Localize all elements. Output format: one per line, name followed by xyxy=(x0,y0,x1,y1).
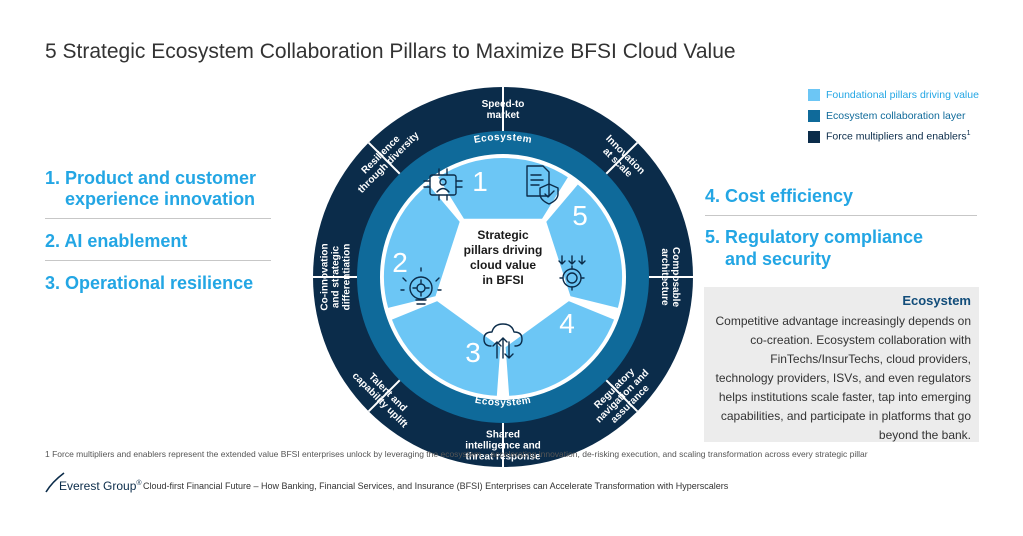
pillar-number-4: 4 xyxy=(559,308,575,339)
center-text-line1: Strategic xyxy=(477,228,529,242)
everest-group-logo: Everest Group® xyxy=(45,472,142,494)
outer-segment-label-line: market xyxy=(487,110,520,121)
cloud-resilience-icon xyxy=(483,323,523,359)
outer-ring-divider xyxy=(367,379,401,413)
outer-ring-divider xyxy=(367,141,401,175)
pillar-1-label: 1. Product and customer experience innov… xyxy=(45,166,271,219)
ecosystem-box-title: Ecosystem xyxy=(902,293,971,308)
outer-segment-label-line: and strategic xyxy=(331,245,342,308)
ecosystem-info-box: Ecosystem Competitive advantage increasi… xyxy=(704,287,979,442)
legend-swatch-force-multipliers xyxy=(808,130,820,143)
logo-text-name: Everest Group xyxy=(59,479,137,493)
pillar-4-label: 4. Cost efficiency xyxy=(705,183,977,216)
logo-registered-mark: ® xyxy=(136,480,142,487)
outer-segment-label-line: differentiation xyxy=(342,244,353,311)
outer-segment-label-line: Composable xyxy=(670,247,681,307)
ecosystem-arc-label-top-text: Ecosystem xyxy=(473,132,532,146)
ecosystem-box-text: Competitive advantage increasingly depen… xyxy=(715,314,972,442)
pillar-5-line1: 5. Regulatory compliance xyxy=(705,227,924,247)
outer-ring-dividers xyxy=(313,87,693,467)
outer-ring-divider xyxy=(605,141,639,175)
pillar-2-line1: 2. AI enablement xyxy=(45,231,188,251)
logo-text: Everest Group® xyxy=(59,479,142,493)
pillar-number-5: 5 xyxy=(572,200,588,231)
footer: Everest Group® Cloud-first Financial Fut… xyxy=(45,472,728,494)
footnote: 1 Force multipliers and enablers represe… xyxy=(45,449,868,459)
legend-label-force-multipliers: Force multipliers and enablers1 xyxy=(826,130,971,143)
page-title: 5 Strategic Ecosystem Collaboration Pill… xyxy=(45,40,736,63)
outer-segment-label-line: intelligence and xyxy=(465,441,541,452)
product-innovation-icon xyxy=(423,168,463,201)
pillar-5-line2: and security xyxy=(725,249,832,269)
pillar-4-line1: 4. Cost efficiency xyxy=(705,186,854,206)
legend-superscript: 1 xyxy=(966,130,971,138)
legend-item-foundational: Foundational pillars driving value xyxy=(808,84,979,105)
legend: Foundational pillars driving value Ecosy… xyxy=(808,84,979,147)
pillar-5-label: 5. Regulatory compliance and security xyxy=(705,224,977,278)
outer-segment-label-line: architecture xyxy=(659,248,670,306)
ecosystem-arc-label-bottom: Ecosystem xyxy=(474,395,532,409)
outer-segment-label: Co-innovationand strategicdifferentiatio… xyxy=(320,243,353,310)
center-text-line2: pillars driving xyxy=(464,243,543,257)
pillar-1-line2: experience innovation xyxy=(65,189,256,209)
legend-label-force-multipliers-text: Force multipliers and enablers xyxy=(826,130,967,143)
pillar-2-label: 2. AI enablement xyxy=(45,229,271,261)
pillar-1-line1: 1. Product and customer xyxy=(45,168,257,188)
pillar-numbers: 1 2 3 4 5 xyxy=(392,166,588,368)
compliance-document-icon xyxy=(526,165,559,205)
ecosystem-arc-label-top: Ecosystem xyxy=(473,132,533,146)
pillar-number-1: 1 xyxy=(472,166,488,197)
legend-swatch-ecosystem xyxy=(808,109,820,122)
left-pillar-list: 1. Product and customer experience innov… xyxy=(45,166,271,302)
ai-lightbulb-icon xyxy=(400,267,442,305)
pillar-number-3: 3 xyxy=(465,337,481,368)
inner-segment-pillar-1 xyxy=(435,156,571,240)
legend-item-force-multipliers: Force multipliers and enablers1 xyxy=(808,126,979,147)
pillar-3-label: 3. Operational resilience xyxy=(45,271,271,302)
right-pillar-list: 4. Cost efficiency 5. Regulatory complia… xyxy=(705,183,977,278)
outer-segment-label-line: Shared xyxy=(486,430,520,441)
legend-item-ecosystem: Ecosystem collaboration layer xyxy=(808,105,979,126)
center-pentagon xyxy=(434,218,572,349)
legend-swatch-foundational xyxy=(808,88,820,101)
legend-label-foundational: Foundational pillars driving value xyxy=(826,88,979,101)
logo-swoosh-icon xyxy=(45,472,65,493)
center-text-line4: in BFSI xyxy=(482,273,523,287)
center-text: Strategic pillars driving cloud value in… xyxy=(464,228,543,287)
ecosystem-arc-label-bottom-text: Ecosystem xyxy=(474,395,532,409)
pillar-number-2: 2 xyxy=(392,247,408,278)
outer-segment-label: Composablearchitecture xyxy=(659,247,681,307)
footer-report-title: Cloud-first Financial Future – How Banki… xyxy=(143,481,729,491)
pillar-3-line1: 3. Operational resilience xyxy=(45,273,254,293)
outer-segment-label-line: Co-innovation xyxy=(320,243,331,310)
cost-efficiency-icon xyxy=(558,255,586,291)
outer-segment-label-line: Speed-to xyxy=(482,99,525,110)
legend-label-ecosystem: Ecosystem collaboration layer xyxy=(826,109,966,122)
outer-segment-label-line: threat response xyxy=(465,452,540,463)
outer-ring-divider xyxy=(605,379,639,413)
center-text-line3: cloud value xyxy=(470,258,536,272)
